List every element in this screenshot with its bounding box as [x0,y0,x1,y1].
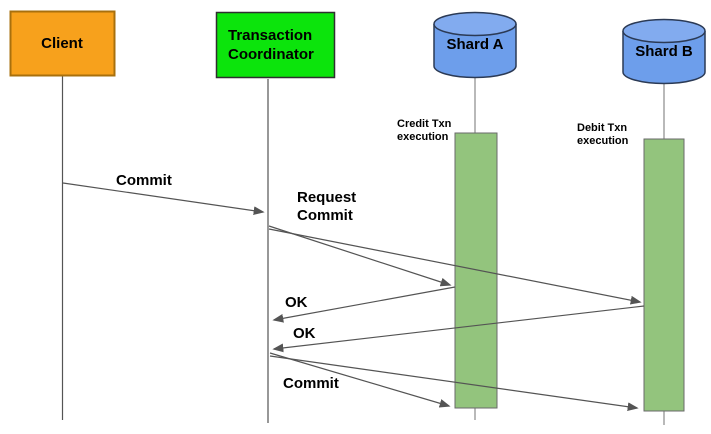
arrow-commit-to-shard-b [269,355,639,412]
message-label-commit-2: Commit [283,375,339,392]
coordinator-box [215,11,336,79]
shard-a-label: Shard A [446,35,504,53]
shard-a-cylinder-top [433,11,517,37]
shard-a-cylinder [433,11,517,79]
activation-bar-shard-a [454,132,498,409]
shard-b-cylinder [622,18,706,85]
message-label-request-commit: Request Commit [297,189,357,224]
arrow-ok-shard-a-to-coordinator [272,286,456,323]
activation-bar-shard-b [643,138,685,412]
arrow-request-commit-to-shard-b [268,228,642,305]
shard-a-cylinder-body [433,24,517,79]
arrow-commit-to-shard-a [269,352,451,408]
message-label-commit-1: Commit [116,172,172,189]
message-label-ok-2: OK [293,325,316,342]
message-label-ok-1: OK [285,294,308,311]
arrow-commit-client-to-coordinator [62,182,265,216]
client-label: Client [41,34,83,52]
credit-txn-execution-label: Credit Txn execution [397,118,452,143]
client-box [9,10,116,77]
arrow-ok-shard-b-to-coordinator [272,305,645,353]
shard-b-cylinder-body [622,31,706,85]
shard-b-cylinder-top [622,18,706,44]
shard-b-label: Shard B [635,42,693,60]
debit-txn-execution-label: Debit Txn execution [577,122,629,147]
arrow-request-commit-to-shard-a [268,225,452,287]
coordinator-label: Transaction Coordinator [228,27,314,63]
